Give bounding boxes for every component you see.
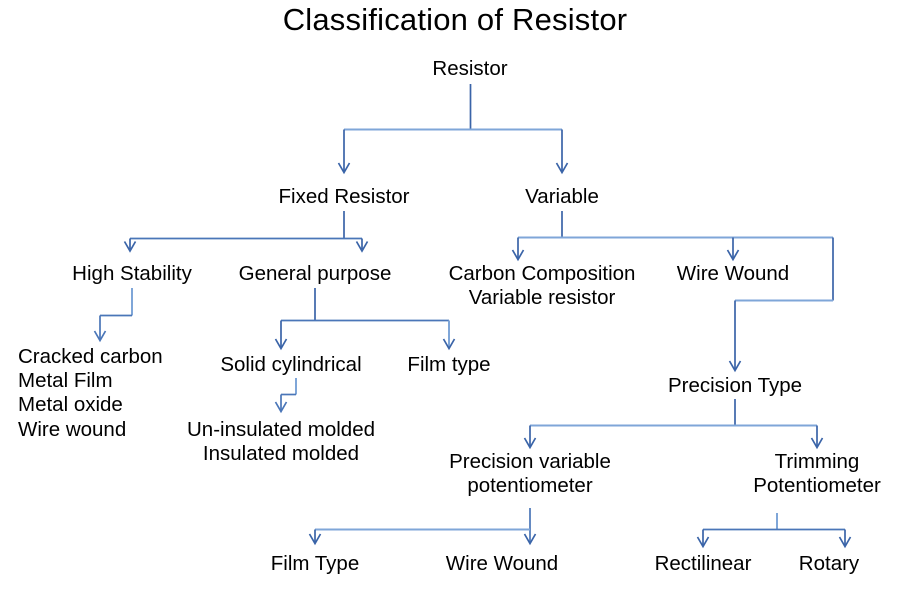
edge-to-fixed-resistor bbox=[337, 129, 351, 175]
node-variable[interactable]: Variable bbox=[525, 185, 599, 208]
edge-to-solid-cylindrical bbox=[274, 320, 288, 351]
edge-to-general-purpose bbox=[355, 238, 369, 253]
edge-to-film-type-head bbox=[442, 338, 456, 351]
edge-precision-type-drop bbox=[728, 300, 742, 373]
edge-to-high-stability bbox=[123, 238, 137, 253]
page-title: Classification of Resistor bbox=[282, 2, 628, 37]
edge-to-trimming bbox=[810, 425, 824, 450]
edge-to-wire-wound-2 bbox=[523, 533, 537, 546]
edge-to-rotary bbox=[838, 529, 852, 549]
edge-to-carbon-composition bbox=[511, 237, 525, 262]
node-general-purpose[interactable]: General purpose bbox=[238, 262, 392, 285]
node-high-stability-types[interactable]: Cracked carbon Metal Film Metal oxide Wi… bbox=[18, 345, 163, 441]
node-wire-wound[interactable]: Wire Wound bbox=[676, 262, 790, 285]
node-rotary[interactable]: Rotary bbox=[798, 552, 860, 575]
node-rectilinear[interactable]: Rectilinear bbox=[654, 552, 752, 575]
node-molded-types[interactable]: Un-insulated molded Insulated molded bbox=[186, 418, 376, 466]
node-film-type-2[interactable]: Film Type bbox=[270, 552, 360, 575]
node-trimming-potentiometer[interactable]: Trimming Potentiometer bbox=[753, 450, 881, 498]
edge-to-variable bbox=[555, 129, 569, 175]
node-precision-type[interactable]: Precision Type bbox=[667, 374, 803, 397]
node-resistor[interactable]: Resistor bbox=[432, 57, 508, 80]
node-wire-wound-2[interactable]: Wire Wound bbox=[445, 552, 559, 575]
node-fixed-resistor[interactable]: Fixed Resistor bbox=[278, 185, 410, 208]
edge-to-wire-wound bbox=[726, 237, 740, 262]
edge-to-precision-variable bbox=[523, 425, 537, 450]
node-precision-variable-potentiometer[interactable]: Precision variable potentiometer bbox=[449, 450, 611, 498]
node-carbon-composition-variable-resistor[interactable]: Carbon Composition Variable resistor bbox=[448, 262, 636, 310]
node-solid-cylindrical[interactable]: Solid cylindrical bbox=[220, 353, 362, 376]
edge-high-stability-jog bbox=[93, 314, 132, 343]
edge-to-rectilinear bbox=[696, 529, 710, 549]
node-high-stability[interactable]: High Stability bbox=[72, 262, 192, 285]
edge-to-film-type-2 bbox=[308, 529, 322, 546]
edge-solid-cylindrical-jog bbox=[274, 393, 296, 414]
node-film-type[interactable]: Film type bbox=[407, 353, 491, 376]
